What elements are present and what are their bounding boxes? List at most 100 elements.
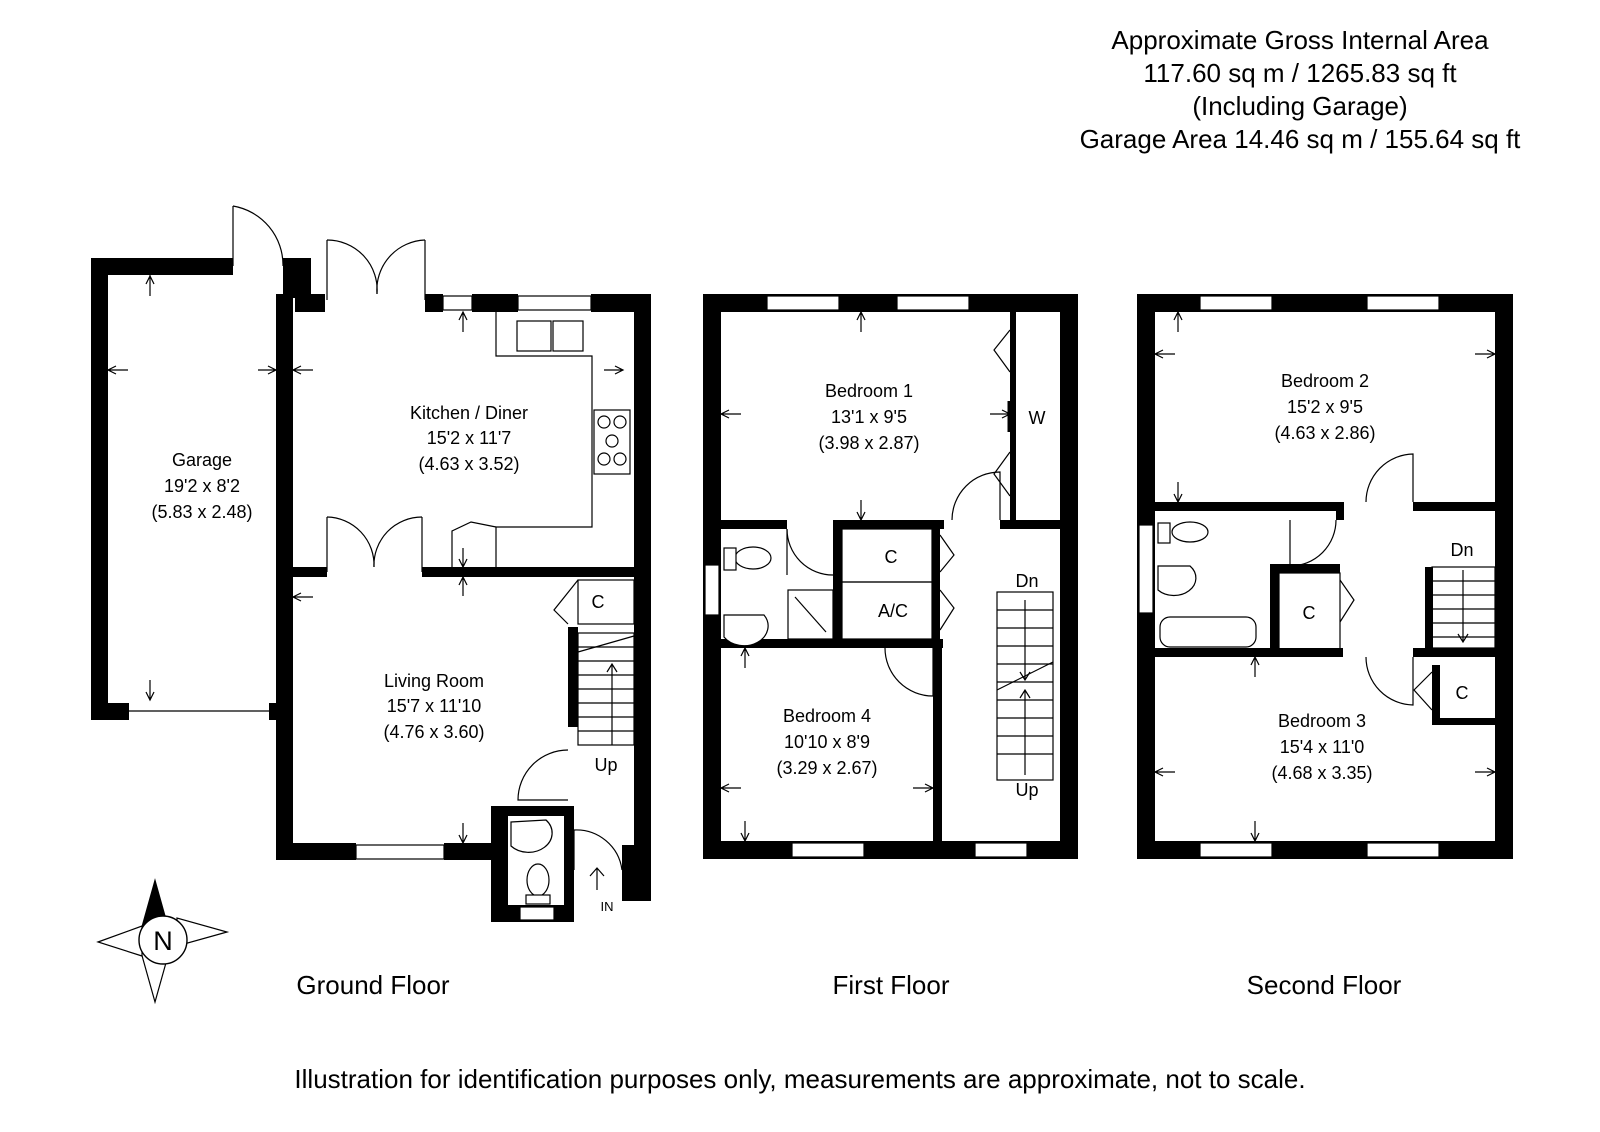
sf-window-2 [1366,295,1440,311]
bedroom1-imperial: 13'1 x 9'5 [831,407,907,427]
garage-area: Garage Area 14.46 sq m / 155.64 sq ft [1079,124,1521,154]
sf-cupboard-wall-left [1270,564,1279,655]
living-imperial: 15'7 x 11'10 [387,696,482,716]
stair-up-arrow [1019,688,1031,775]
stair-down-arrow [1019,600,1031,682]
ensuite-door-swing [786,528,834,576]
bed3-door-swing [1365,656,1414,706]
sf-cupboard-label: C [1303,603,1316,623]
sf-cupboard-door [1339,579,1355,623]
bedroom1-metric: (3.98 x 2.87) [818,433,919,453]
dim-arrow [145,274,155,296]
dim-arrow [719,783,741,793]
bathtub [1159,616,1257,648]
bedroom1-name: Bedroom 1 [825,381,913,401]
dim-arrow [1250,655,1260,677]
ff-stairs [996,591,1054,781]
sf-wall-top [1137,294,1513,312]
dim-arrow [258,365,278,375]
bed3-cupboard-label: C [1456,683,1469,703]
ff-window-3 [791,842,865,858]
stair-up-arrow [606,662,618,745]
living-window [355,844,445,860]
ff-cupboard-label: C [885,547,898,567]
sf-window-3 [1199,842,1273,858]
second-floor-label: Second Floor [1247,970,1402,1000]
kitchen-wall-top-left [295,294,325,312]
sf-wall-right [1495,294,1513,859]
stair-wall [568,627,578,727]
wardrobe-label: W [1029,408,1046,428]
kitchen-name: Kitchen / Diner [410,403,528,423]
airing-cupboard-label: A/C [878,601,908,621]
kitchen-imperial: 15'2 x 11'7 [427,428,512,448]
dim-arrow [458,823,468,845]
wc-wall-left [491,806,508,922]
ff-stairs-down-label: Dn [1015,571,1038,591]
kitchen-worktop [495,312,593,567]
stair-down-arrow [1457,570,1469,644]
ff-stairs-up-label: Up [1015,780,1038,800]
bed1-wall-bottom-a [721,520,787,529]
bedroom3-name: Bedroom 3 [1278,711,1366,731]
bedroom2-metric: (4.63 x 2.86) [1274,423,1375,443]
ff-window-2 [896,295,970,311]
dim-arrow [856,500,866,522]
disclaimer: Illustration for identification purposes… [294,1064,1306,1094]
kitchen-store-door [451,521,497,567]
hall-cupboard-door [553,579,579,625]
hob-ring [597,415,611,429]
ff-window-side [704,564,720,616]
bed4-wall-right [933,648,942,841]
bed1-wall-bottom-c [1000,520,1060,529]
area-title: Approximate Gross Internal Area [1111,25,1489,55]
bed3-wall-top-a [1155,648,1343,657]
area-summary: Approximate Gross Internal Area 117.60 s… [1000,24,1600,156]
porch-wall [622,845,634,901]
garage-wall-top [91,258,233,275]
living-door-left-swing [326,516,375,568]
airing-cupboard-door [939,589,955,631]
garage-rear-door-swing [232,205,284,267]
partition-left [293,567,327,577]
garage-wall-bottom-left [91,703,129,720]
sink-drainer [552,320,584,352]
kitchen-wall-top-a [425,294,443,312]
dim-arrow [1475,349,1497,359]
kitchen-window-1 [442,295,473,311]
sf-window-1 [1199,295,1273,311]
wc-wall-top [491,806,574,816]
dim-arrow [145,680,155,702]
hob [593,409,631,475]
ground-floor-label: Ground Floor [296,970,450,1000]
garage-metric: (5.83 x 2.48) [151,502,252,522]
area-total: 117.60 sq m / 1265.83 sq ft [1143,58,1457,88]
garage-wall-top-right [283,258,311,298]
dim-arrow [1173,310,1183,332]
bath-toilet [1171,521,1209,543]
hob-ring [613,415,627,429]
kitchen-french-door-left-swing [326,239,378,295]
ff-window-1 [766,295,840,311]
dim-arrow [990,409,1012,419]
wc-window [519,906,555,921]
house-wall-bottom-b [444,843,502,860]
hob-ring [597,452,611,466]
dim-arrow [291,592,313,602]
dim-arrow [1153,349,1175,359]
ff-window-4 [974,842,1028,858]
area-note: (Including Garage) [1192,91,1408,121]
dim-arrow [856,310,866,332]
bath-basin [1157,565,1197,597]
bedroom2-name: Bedroom 2 [1281,371,1369,391]
dim-arrow [740,821,750,843]
bed1-door-swing [951,471,1001,521]
dim-arrow [458,548,468,569]
hall-door-swing [517,749,569,801]
ff-wall-top [703,294,1078,312]
house-wall-bottom-a [276,843,356,860]
dim-arrow [458,310,468,332]
hob-ring [613,452,627,466]
stair-break-line [577,635,635,653]
